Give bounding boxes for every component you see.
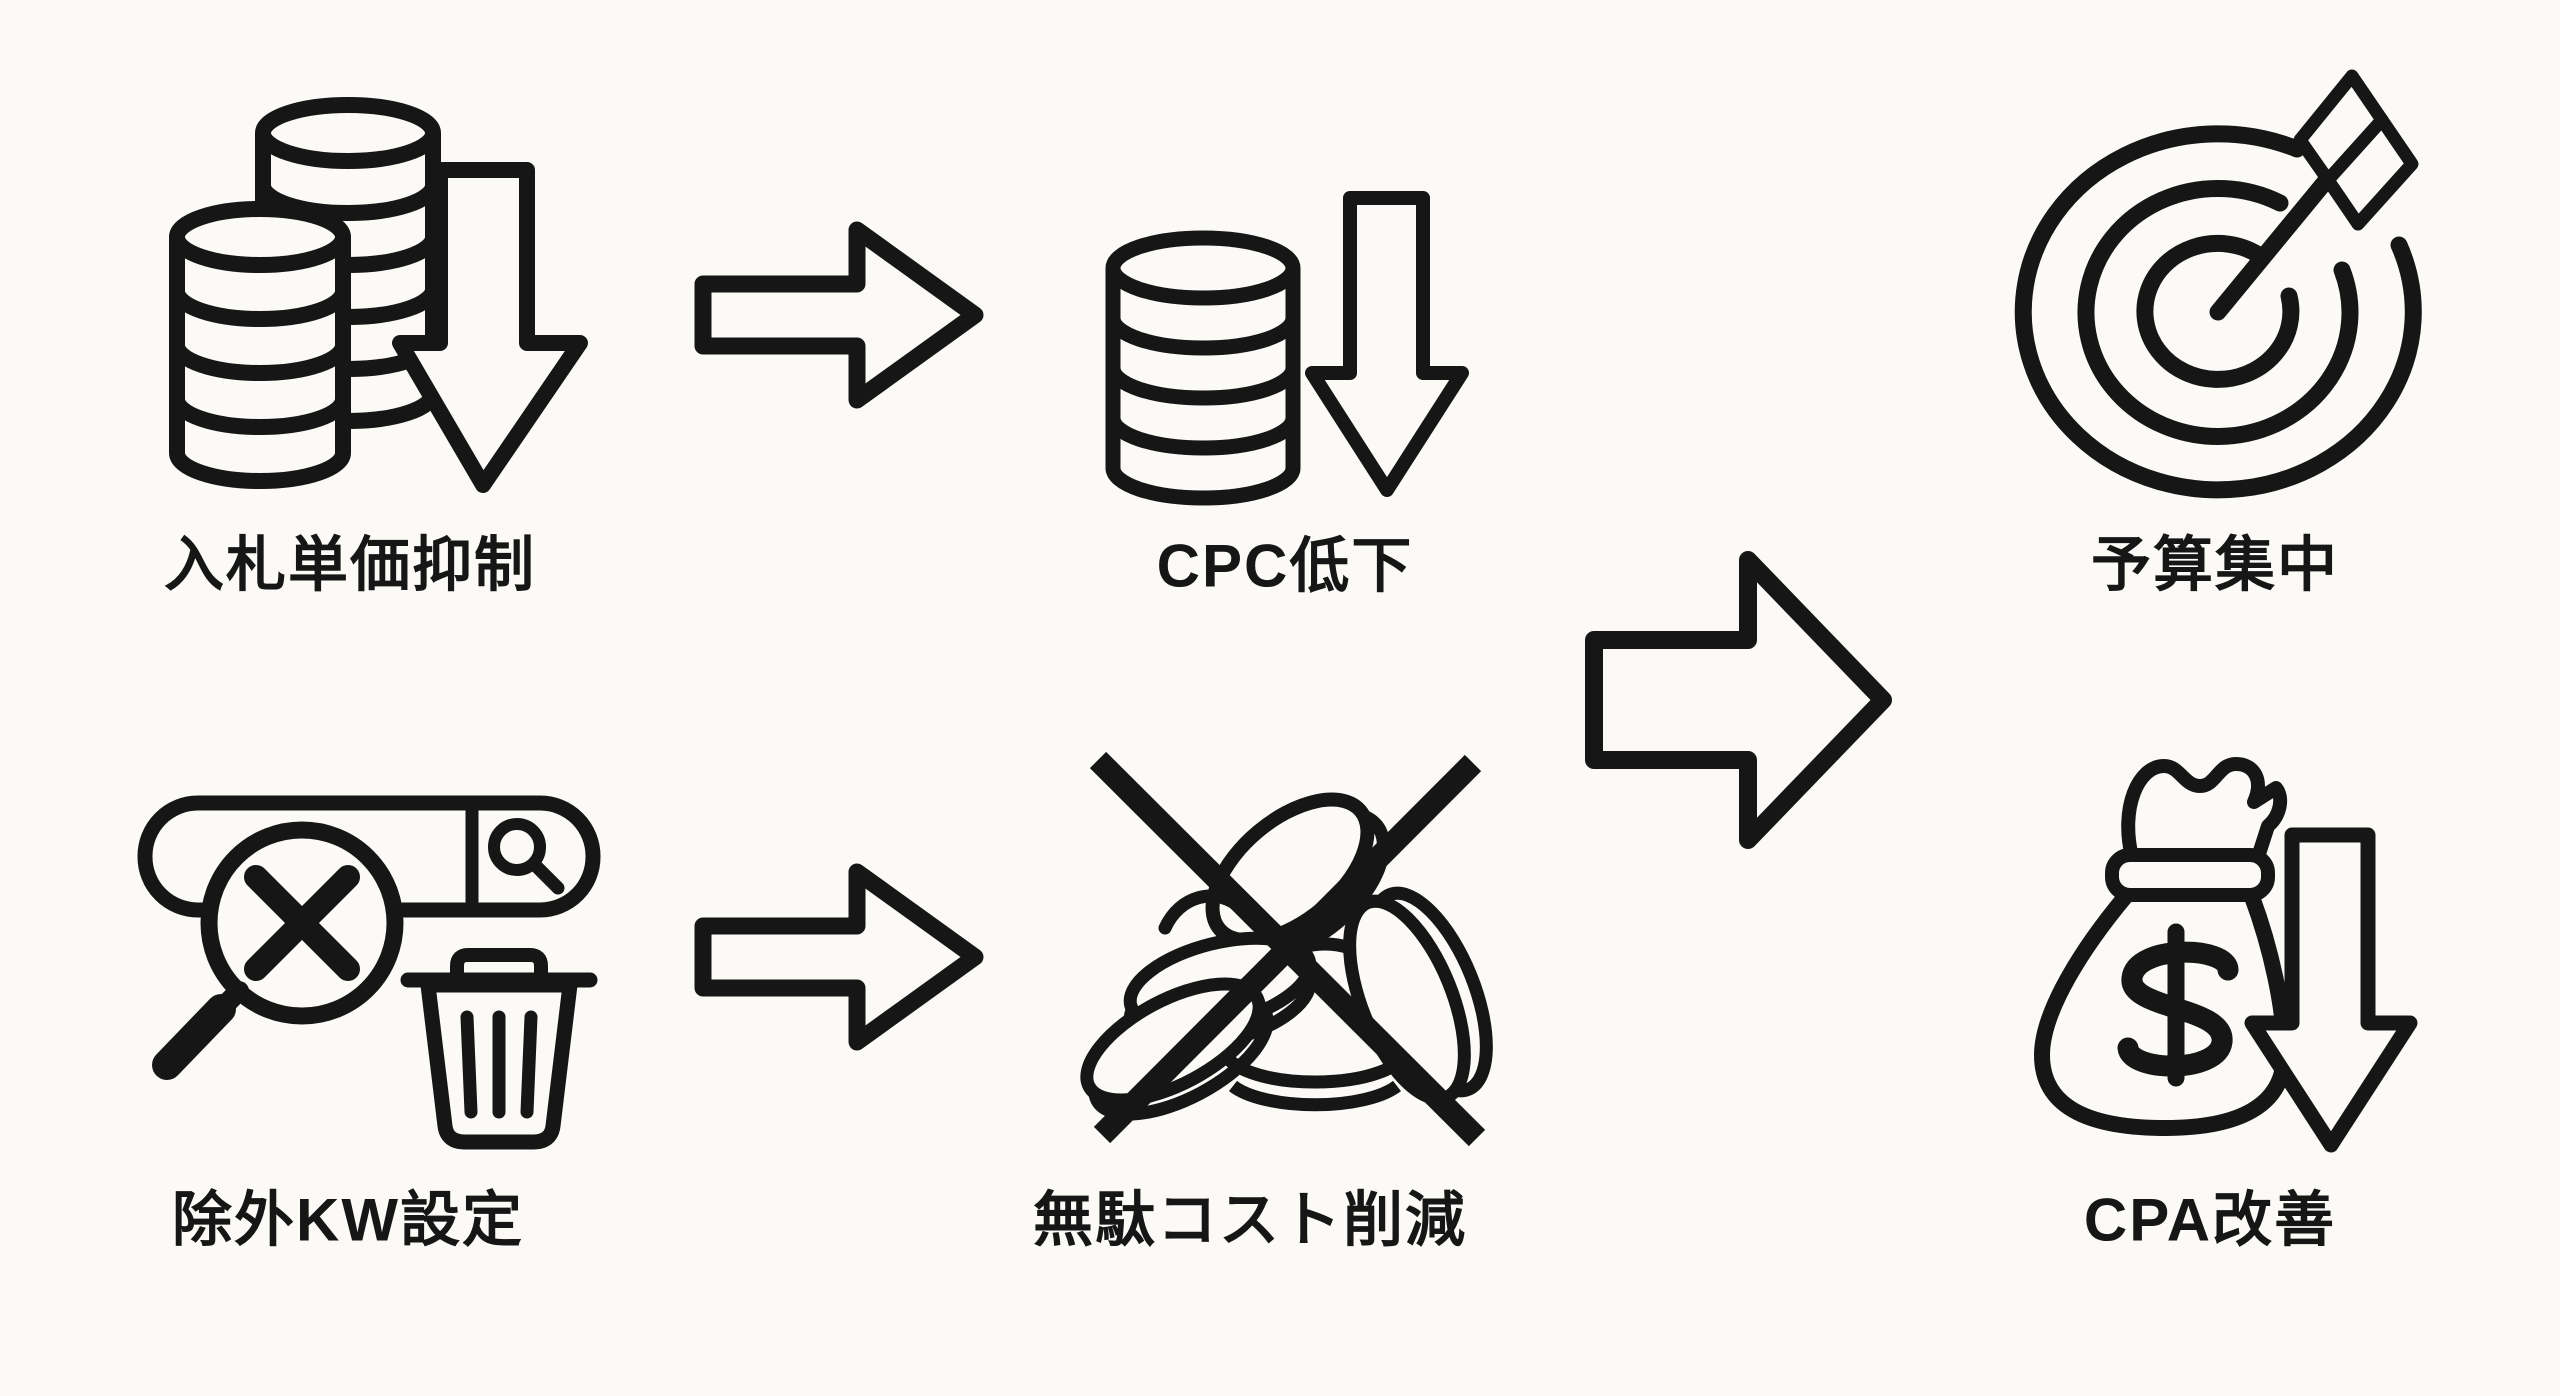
trash-icon	[400, 948, 598, 1150]
dollar-sign-icon	[2117, 923, 2239, 1087]
arrow-right-icon	[694, 863, 984, 1051]
down-arrow-icon	[392, 162, 588, 493]
arrow-right-icon	[694, 221, 984, 409]
coin-stack-down-icon	[1105, 191, 1469, 506]
crossed-coins-icon	[1080, 751, 1493, 1147]
excluded-keyword-search-icon	[137, 795, 601, 1150]
down-arrow-icon	[2244, 827, 2418, 1153]
search-icon	[488, 818, 546, 876]
label-cpc-decrease: CPC低下	[1156, 532, 1414, 600]
target-dart-icon	[2014, 69, 2422, 499]
label-negative-keywords: 除外KW設定	[172, 1186, 524, 1254]
label-cpa-improvement: CPA改善	[2083, 1186, 2337, 1254]
label-waste-cost-cut: 無駄コスト削減	[1033, 1186, 1467, 1254]
money-bag-down-icon	[2033, 757, 2418, 1153]
coin-stacks-down-icon	[169, 97, 588, 493]
arrow-right-large-icon	[1585, 551, 1892, 849]
down-arrow-icon	[1305, 191, 1469, 497]
label-budget-focus: 予算集中	[2091, 531, 2339, 599]
label-bid-suppression: 入札単価抑制	[164, 531, 536, 599]
